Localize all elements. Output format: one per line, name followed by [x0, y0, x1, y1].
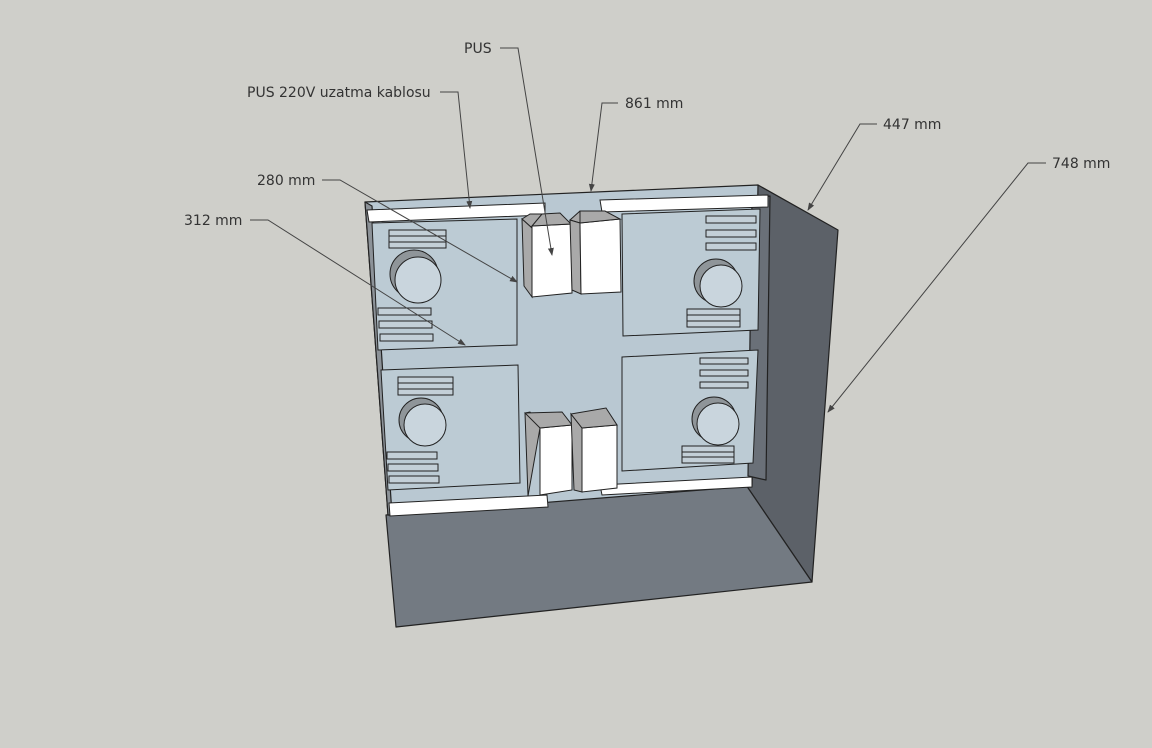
label-panel-height: 312 mm: [184, 213, 242, 229]
pus-unit-bottom-2: [570, 407, 618, 493]
pus-unit-top-1: [521, 212, 573, 299]
vent-slats: [377, 215, 757, 484]
pus-unit-top-2: [569, 210, 622, 295]
rail-bottom-right: [599, 476, 753, 496]
cable-rails: [366, 194, 769, 517]
pus-units: [521, 210, 622, 497]
leader-280: [322, 179, 518, 283]
fan-top-left: [389, 249, 442, 304]
leader-pus: [500, 47, 554, 256]
leader-447: [807, 123, 877, 211]
label-panel-width: 280 mm: [257, 173, 315, 189]
leader-lines: [250, 47, 1046, 413]
leader-748: [827, 162, 1046, 413]
label-depth: 447 mm: [883, 117, 941, 133]
fan-top-right: [693, 258, 743, 308]
leader-312: [250, 219, 466, 346]
fan-bottom-left: [398, 397, 447, 447]
label-height: 748 mm: [1052, 156, 1110, 172]
leader-861: [588, 102, 618, 192]
fan-bottom-right: [691, 396, 740, 446]
label-width: 861 mm: [625, 96, 683, 112]
label-pus: PUS: [464, 41, 492, 57]
rail-top-right: [599, 194, 769, 213]
leader-extension-cable: [440, 91, 473, 209]
label-extension-cable: PUS 220V uzatma kablosu: [247, 85, 431, 101]
fans: [389, 249, 743, 447]
rail-bottom-left: [388, 494, 549, 517]
